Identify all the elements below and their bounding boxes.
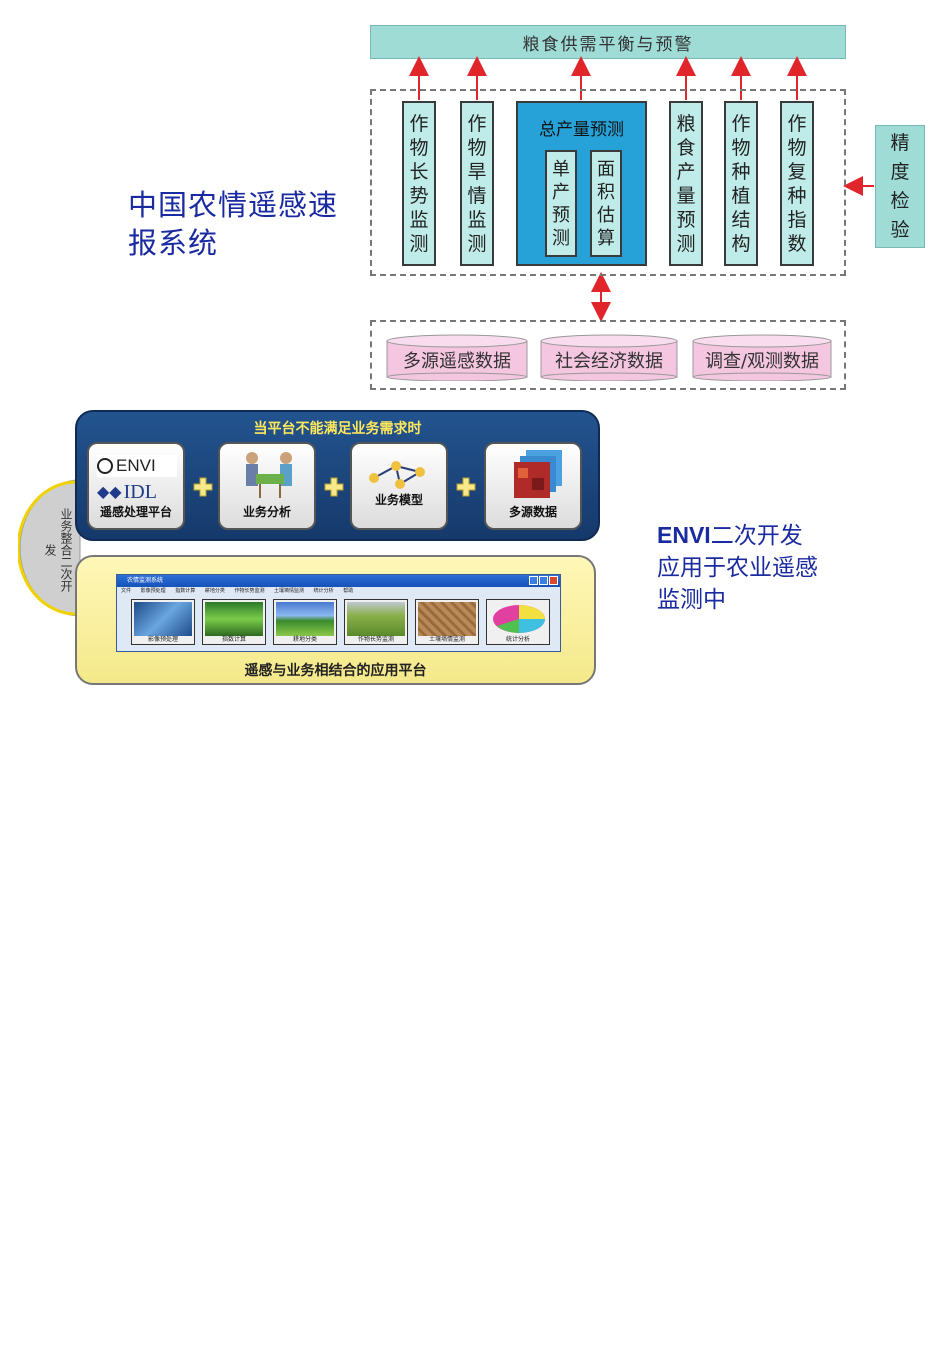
tile-business-model-label: 业务模型 [374,493,423,507]
thumb-crop-growth[interactable]: 作物长势监测 [344,599,408,645]
tile-multi-source-data-label: 多源数据 [508,505,557,519]
close-button[interactable] [549,576,558,585]
total-yield-forecast: 总产量预测 单产预测 面积估算 [516,101,647,266]
data-source-group [370,320,846,390]
data-remote-sensing-label: 多源遥感数据 [403,351,511,372]
menu-item[interactable]: 指数计算 [175,588,196,594]
thumb-image-preprocess[interactable]: 影像预处理 [131,599,195,645]
envi-description: ENVI二次开发 应用于农业遥感 监测中 [657,519,877,616]
column-crop-growth: 作物长势监测 [402,101,436,266]
thumb-index-calc[interactable]: 指数计算 [202,599,266,645]
analysis-group [370,89,846,276]
column-planting-structure: 作物种植结构 [724,101,758,266]
network-model-icon [369,461,425,489]
envi-logo: ENVI [97,455,177,477]
total-yield-title: 总产量预测 [539,120,624,140]
yellow-panel-caption: 遥感与业务相结合的应用平台 [244,663,427,679]
tile-multi-source-data: 多源数据 [484,442,582,530]
tile-business-model: 业务模型 [350,442,448,530]
envi-logo-icon [97,458,113,474]
menu-item[interactable]: 土壤墒情监测 [274,588,305,594]
menu-item[interactable]: 影像预处理 [140,588,166,594]
grain-balance-bar: 粮食供需平衡与预警 [370,25,846,59]
app-menu-bar: 文件 影像预处理 指数计算 耕地分类 作物长势监测 土壤墒情监测 统计分析 帮助 [117,587,560,595]
tile-rs-platform: ENVI ◆◆ IDL 遥感处理平台 [87,442,185,530]
plus-icon [192,476,214,498]
data-survey: 调查/观测数据 [692,333,832,381]
pie-chart-icon [493,605,545,633]
arrows-layer [409,56,874,322]
envi-bold: ENVI [657,522,711,548]
minimize-button[interactable] [529,576,538,585]
sub-unit-yield: 单产预测 [545,150,577,257]
idl-logo-icon: ◆◆ [97,484,122,501]
blue-panel-title: 当平台不能满足业务需求时 [253,421,422,437]
envi-line2: 应用于农业遥感 [657,555,818,581]
idl-logo: ◆◆ IDL [97,480,157,503]
plus-icon [323,476,345,498]
thumb-farmland-class[interactable]: 耕地分类 [273,599,337,645]
tile-business-analysis-label: 业务分析 [242,505,291,519]
side-arc-text: 业务整合二次开发 [43,508,73,592]
column-grain-yield: 粮食产量预测 [669,101,703,266]
data-socio-economic: 社会经济数据 [540,333,678,381]
menu-item[interactable]: 耕地分类 [204,588,225,594]
maximize-button[interactable] [539,576,548,585]
data-socio-economic-label: 社会经济数据 [555,351,663,372]
accuracy-check-box: 精度检验 [875,125,925,248]
data-survey-label: 调查/观测数据 [704,351,820,372]
menu-item[interactable]: 文件 [121,588,132,594]
system-title: 中国农情遥感速报系统 [128,188,339,260]
envi-line1: 二次开发 [710,523,803,549]
app-title: 农情监测系统 [127,577,164,584]
app-window: 农情监测系统 文件 影像预处理 指数计算 耕地分类 作物长势监测 土壤墒情监测 … [116,574,561,652]
sub-area-estimate: 面积估算 [590,150,622,257]
menu-item[interactable]: 作物长势监测 [234,588,265,594]
app-titlebar: 农情监测系统 [117,575,560,587]
data-remote-sensing: 多源遥感数据 [386,333,528,381]
side-arc [18,479,81,617]
thumb-soil-moisture[interactable]: 土壤墒情监测 [415,599,479,645]
column-drought: 作物旱情监测 [460,101,494,266]
column-multiple-cropping: 作物复种指数 [780,101,814,266]
envi-line3: 监测中 [657,587,726,613]
thumb-statistics[interactable]: 统计分析 [486,599,550,645]
menu-item[interactable]: 帮助 [343,588,354,594]
menu-item[interactable]: 统计分析 [313,588,334,594]
meeting-icon [246,452,292,498]
image-stack-icon [514,450,562,498]
plus-icon [455,476,477,498]
tile-rs-platform-label: 遥感处理平台 [99,505,172,519]
tile-business-analysis: 业务分析 [218,442,316,530]
